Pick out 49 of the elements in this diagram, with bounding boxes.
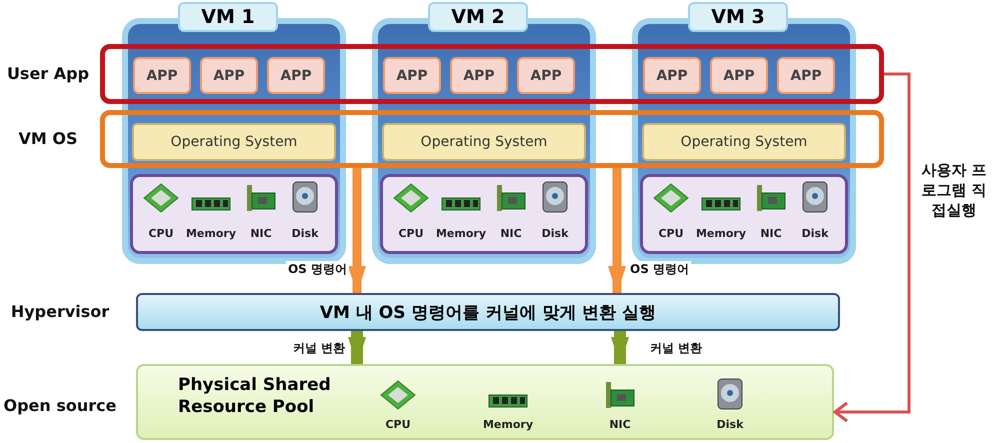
- hardware-label: CPU: [148, 227, 174, 240]
- hardware-label: NIC: [609, 418, 631, 431]
- arrow: [834, 72, 910, 422]
- app-box: APP: [643, 57, 701, 94]
- hardware-label: NIC: [250, 227, 272, 240]
- hardware-label: Disk: [542, 227, 568, 240]
- edge-label: 커널 변환: [290, 340, 347, 357]
- hardware-label: Memory: [186, 227, 236, 240]
- hardware-panel: [130, 174, 338, 254]
- hardware-label: NIC: [500, 227, 522, 240]
- app-box: APP: [517, 57, 575, 94]
- vm-title: VM 1: [178, 2, 278, 32]
- app-box: APP: [267, 57, 325, 94]
- hardware-label: CPU: [658, 227, 684, 240]
- vm-title: VM 2: [428, 2, 528, 32]
- hardware-panel: [640, 174, 848, 254]
- hardware-label: CPU: [385, 418, 411, 431]
- arrow: [348, 168, 366, 294]
- os-box: Operating System: [132, 123, 336, 161]
- layer-label: User App: [6, 64, 90, 83]
- hypervisor-bar: VM 내 OS 명령어를 커널에 맞게 변환 실행: [136, 293, 840, 331]
- layer-label: Open source: [2, 396, 118, 415]
- os-box: Operating System: [642, 123, 846, 161]
- arrow: [608, 168, 626, 294]
- app-box: APP: [133, 57, 191, 94]
- edge-label: OS 명령어: [286, 261, 349, 278]
- hardware-label: Disk: [802, 227, 828, 240]
- app-box: APP: [777, 57, 835, 94]
- app-box: APP: [710, 57, 768, 94]
- app-box: APP: [383, 57, 441, 94]
- edge-label: 커널 변환: [648, 340, 704, 357]
- hardware-label: Disk: [292, 227, 318, 240]
- edge-label: OS 명령어: [628, 261, 692, 278]
- hardware-label: NIC: [760, 227, 782, 240]
- app-box: APP: [450, 57, 508, 94]
- app-box: APP: [200, 57, 258, 94]
- hardware-label: Disk: [716, 418, 744, 431]
- hardware-label: Memory: [436, 227, 486, 240]
- hardware-panel: [380, 174, 588, 254]
- hardware-label: Memory: [696, 227, 746, 240]
- layer-label: Hypervisor: [10, 302, 110, 321]
- os-box: Operating System: [382, 123, 586, 161]
- pool-title: Physical Shared Resource Pool: [178, 374, 332, 418]
- hardware-label: Memory: [482, 418, 534, 431]
- vm-title: VM 3: [688, 2, 788, 32]
- arrow: [348, 331, 366, 365]
- layer-label: VM OS: [18, 129, 78, 148]
- arrow: [611, 331, 629, 365]
- hardware-label: CPU: [398, 227, 424, 240]
